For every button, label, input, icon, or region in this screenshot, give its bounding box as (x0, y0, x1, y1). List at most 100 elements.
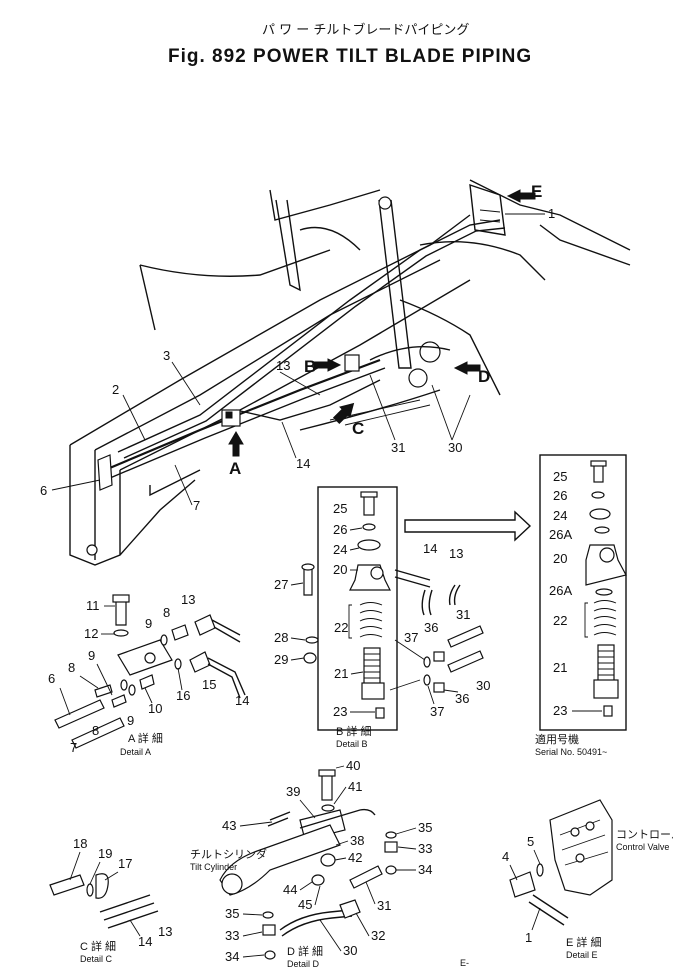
callout-45: 45 (298, 897, 312, 912)
callout-34b: 34 (225, 949, 239, 964)
callout-37b: 37 (430, 704, 444, 719)
callout-14: 14 (296, 456, 310, 471)
callout-19: 19 (98, 846, 112, 861)
callout-13: 13 (449, 546, 463, 561)
callout-13: 13 (276, 358, 290, 373)
callout-33b: 33 (225, 928, 239, 943)
main-callouts: 1 2 3 6 7 13 14 31 30 (40, 206, 555, 513)
callout-42: 42 (348, 850, 362, 865)
callout-31: 31 (456, 607, 470, 622)
callout-21: 21 (334, 666, 348, 681)
callout-27: 27 (274, 577, 288, 592)
callout-44: 44 (283, 882, 297, 897)
callout-14: 14 (235, 693, 249, 708)
tilt-cylinder-label: Tilt Cylinder (190, 862, 237, 872)
callout-30: 30 (476, 678, 490, 693)
callout-5: 5 (527, 834, 534, 849)
callout-23: 23 (333, 704, 347, 719)
callout-8b: 8 (68, 660, 75, 675)
callout-13: 13 (158, 924, 172, 939)
detail-a-jp: A 詳 細 (128, 731, 163, 745)
callout-33: 33 (418, 841, 432, 856)
jp-title: パ ワ ー チルトブレードパイピング (262, 22, 469, 38)
callout-2: 2 (112, 382, 119, 397)
callout-12: 12 (84, 626, 98, 641)
control-valve-jp: コントロールバルブ (616, 827, 673, 841)
callout-43: 43 (222, 818, 236, 833)
callout-1: 1 (525, 930, 532, 945)
callout-25: 25 (333, 501, 347, 516)
callout-31: 31 (377, 898, 391, 913)
callout-32: 32 (371, 928, 385, 943)
callout-24: 24 (553, 508, 567, 523)
arrow-a-icon (228, 431, 244, 457)
callout-41: 41 (348, 779, 362, 794)
callout-37: 37 (404, 630, 418, 645)
callout-8: 8 (163, 605, 170, 620)
view-d-label: D (478, 367, 490, 386)
detail-a-caption: Detail A (120, 747, 151, 757)
page-mark: E- (460, 958, 469, 968)
callout-9c: 9 (127, 713, 134, 728)
callout-31: 31 (391, 440, 405, 455)
callout-35: 35 (418, 820, 432, 835)
detail-c: 18 19 17 13 14 C 詳 細 Detail C (49, 836, 172, 964)
callout-22: 22 (553, 613, 567, 628)
detail-b-caption: Detail B (336, 739, 368, 749)
callout-24: 24 (333, 542, 347, 557)
serial-jp: 適用号機 (535, 732, 579, 746)
detail-d-caption: Detail D (287, 959, 320, 969)
callout-25: 25 (553, 469, 567, 484)
callout-18: 18 (73, 836, 87, 851)
view-arrows (228, 189, 536, 457)
callout-38: 38 (350, 833, 364, 848)
arrow-d-icon (453, 361, 481, 375)
right-arrow-icon (404, 510, 532, 542)
arrow-e-icon (506, 189, 536, 203)
detail-e-jp: E 詳 細 (566, 935, 601, 949)
serial-number: Serial No. 50491~ (535, 747, 607, 757)
callout-6: 6 (40, 483, 47, 498)
callout-21: 21 (553, 660, 567, 675)
control-valve-label: Control Valve (616, 842, 669, 852)
callout-23: 23 (553, 703, 567, 718)
detail-b: 25 26 24 27 20 14 13 22 28 29 21 23 31 3… (274, 486, 490, 749)
arrow-b-icon (313, 358, 342, 372)
detail-b-frame (317, 486, 398, 731)
callout-35b: 35 (225, 906, 239, 921)
callout-16: 16 (176, 688, 190, 703)
callout-4: 4 (502, 849, 509, 864)
callout-26: 26 (333, 522, 347, 537)
page-title: Fig. 892 POWER TILT BLADE PIPING (168, 46, 532, 67)
callout-13: 13 (181, 592, 195, 607)
detail-b-jp: B 詳 細 (336, 724, 371, 738)
tilt-cylinder-jp: チルトシリンダ (190, 847, 267, 861)
arrow-c-icon (332, 402, 355, 425)
view-e-label: E (531, 182, 542, 201)
callout-9: 9 (145, 616, 152, 631)
detail-d: 40 39 41 43 38 42 35 33 34 44 45 31 35 3… (190, 758, 432, 969)
callout-14: 14 (138, 934, 152, 949)
callout-7: 7 (70, 740, 77, 755)
callout-28: 28 (274, 630, 288, 645)
callout-7: 7 (193, 498, 200, 513)
detail-a: 11 12 9 8 13 8 9 6 16 15 14 10 9 8 7 A 詳… (48, 592, 249, 757)
callout-22: 22 (334, 620, 348, 635)
main-assembly-view (69, 179, 631, 566)
callout-26: 26 (553, 488, 567, 503)
serial-view-frame (539, 454, 627, 731)
detail-c-caption: Detail C (80, 954, 113, 964)
callout-15: 15 (202, 677, 216, 692)
callout-20: 20 (553, 551, 567, 566)
callout-10: 10 (148, 701, 162, 716)
callout-30: 30 (448, 440, 462, 455)
callout-9b: 9 (88, 648, 95, 663)
view-b-label: B (304, 357, 316, 376)
callout-6: 6 (48, 671, 55, 686)
callout-11: 11 (86, 598, 100, 613)
callout-34: 34 (418, 862, 432, 877)
callout-8c: 8 (92, 723, 99, 738)
callout-26a: 26A (549, 527, 572, 542)
callout-36b: 36 (455, 691, 469, 706)
callout-29: 29 (274, 652, 288, 667)
